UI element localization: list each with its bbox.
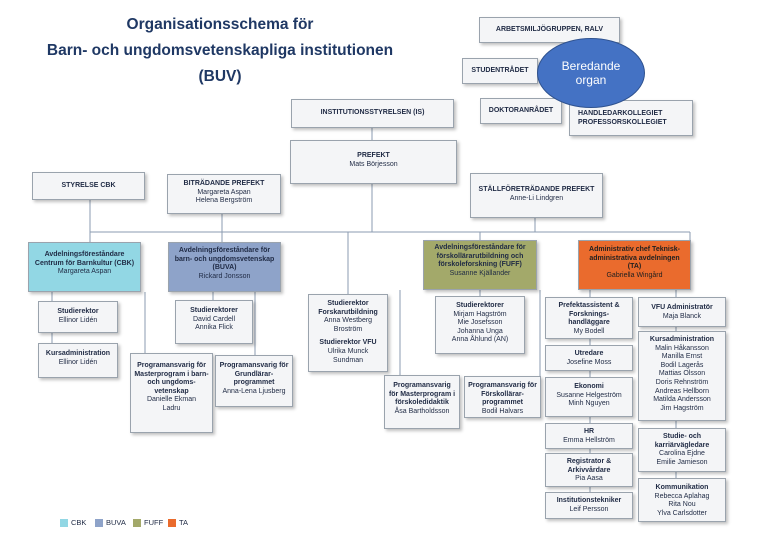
ta-head-box: Administrativ chef Teknisk-administrativ… [578, 240, 691, 290]
ta-hr-box: HR Emma Hellström [545, 423, 633, 449]
legend-fuff: FUFF [133, 518, 163, 527]
ta-vfu-admin-box: VFU Administratör Maja Blanck [638, 297, 726, 327]
legend-cbk: CBK [60, 518, 86, 527]
buva-grund-box: Programansvarig för Grundlärar-programme… [215, 355, 293, 407]
prefekt-box: PREFEKT Mats Börjesson [290, 140, 457, 184]
legend-buva: BUVA [95, 518, 126, 527]
studentradet-box: STUDENTRÅDET [462, 58, 538, 84]
buva-master-box: Programansvarig för Masterprogram i barn… [130, 353, 213, 433]
legend-cbk-swatch [60, 518, 68, 527]
ta-utredare-box: Utredare Josefine Moss [545, 345, 633, 371]
ta-ekonomi-box: Ekonomi Susanne Helgeström Minh Nguyen [545, 377, 633, 417]
buva-head-box: Avdelningsföreståndare för barn- och ung… [168, 242, 281, 292]
styrelse-cbk-box: STYRELSE CBK [32, 172, 145, 200]
fuff-head-box: Avdelningsföreståndare för förskolläraru… [423, 240, 537, 290]
ta-prefektassistent-box: Prefektassistent & Forsknings-handläggar… [545, 297, 633, 339]
cbk-studierektor-box: Studierektor Ellinor Lidén [38, 301, 118, 333]
beredande-organ-oval: Beredande organ [537, 38, 645, 108]
cbk-head-box: Avdelningsföreståndare Centrum för Barnk… [28, 242, 141, 292]
studierektor-forskarutbildning-box: Studierektor Forskarutbildning Anna West… [308, 294, 388, 372]
ta-institutionstekniker-box: Institutionstekniker Leif Persson [545, 492, 633, 519]
fuff-forskollarar-box: Programansvarig för Förskollärar-program… [464, 376, 541, 418]
chart-title-line-2: Barn- och ungdomsvetenskapliga instituti… [46, 42, 394, 59]
cbk-kursadmin-box: Kursadministration Ellinor Lidén [38, 343, 118, 378]
chart-title-line-1: Organisationsschema för [126, 16, 314, 33]
buva-studierektorer-box: Studierektorer David Cardell Annika Flic… [175, 300, 253, 344]
ta-kursadmin-box: Kursadministration Malin Håkansson Manil… [638, 331, 726, 421]
legend-ta: TA [168, 518, 188, 527]
ta-kommunikation-box: Kommunikation Rebecca Aplahag Rita Nou Y… [638, 478, 726, 522]
chart-title-line-3: (BUV) [198, 68, 242, 85]
legend-buva-swatch [95, 518, 103, 527]
legend-ta-swatch [168, 518, 176, 527]
fuff-studierektorer-box: Studierektorer Mirjam Hagström Mie Josef… [435, 296, 525, 354]
ta-registrator-box: Registrator & Arkivvårdare Pia Aasa [545, 453, 633, 487]
bitradande-prefekt-box: BITRÄDANDE PREFEKT Margareta Aspan Helen… [167, 174, 281, 214]
stallforetradande-prefekt-box: STÄLLFÖRETRÄDANDE PREFEKT Anne-Li Lindgr… [470, 173, 603, 218]
ta-studievagledare-box: Studie- och karriärvägledare Carolina Ej… [638, 428, 726, 472]
doktorandradet-box: DOKTORANRÅDET [480, 98, 562, 124]
legend-fuff-swatch [133, 518, 141, 527]
fuff-master-box: Programansvarig för Masterprogram i förs… [384, 375, 460, 429]
institutionsstyrelsen-box: INSTITUTIONSSTYRELSEN (IS) [291, 99, 454, 128]
